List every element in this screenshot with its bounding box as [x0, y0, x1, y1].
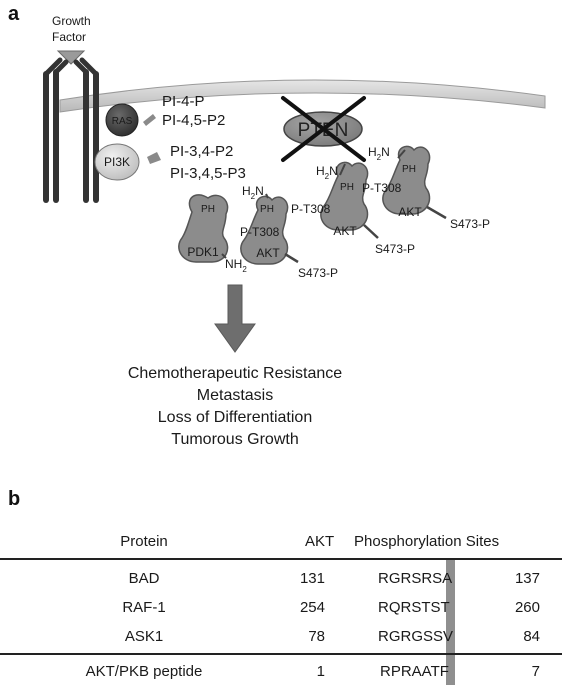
akt3-ph-label: PH: [402, 164, 416, 175]
header-akt: AKT: [305, 533, 334, 550]
receptor: [43, 57, 99, 203]
row-start: 78: [308, 628, 325, 645]
growth-factor-label-line2: Factor: [52, 30, 86, 44]
akt2-s473-p: S473-P: [375, 242, 415, 256]
pi3k-label: PI3K: [104, 155, 130, 169]
table-row: AKT/PKB peptide 1 RPRAATF 7: [86, 663, 540, 680]
akt2-c-tail: [363, 224, 379, 239]
row-sequence: RGRSRSA: [378, 570, 452, 587]
header-sites: Phosphorylation Sites: [354, 533, 499, 550]
panel-b-label: b: [8, 488, 20, 510]
downstream-arrow-icon: [214, 284, 256, 353]
pi-4-p-label: PI-4-P: [162, 93, 205, 110]
lipid-arrow-icon: [143, 114, 156, 126]
akt2-n-tail: [339, 163, 346, 176]
pdk1-label: PDK1: [187, 245, 219, 259]
akt2-ph-label: PH: [340, 182, 354, 193]
row-end: 137: [515, 570, 540, 587]
row-start: 131: [300, 570, 325, 587]
akt1-n-tail: [265, 193, 269, 199]
akt3-label: AKT: [398, 205, 422, 219]
row-start: 254: [300, 599, 325, 616]
akt-protein-3: [382, 145, 431, 215]
row-end: 260: [515, 599, 540, 616]
row-end: 7: [532, 663, 540, 680]
akt1-s473-p: S473-P: [298, 266, 338, 280]
akt2-p-t308: P-T308: [291, 202, 331, 216]
akt1-p-t308: P-T308: [240, 225, 280, 239]
pi-345-p3-label: PI-3,4,5-P3: [170, 165, 246, 182]
akt1-label: AKT: [256, 246, 280, 260]
pi-45-p2-label: PI-4,5-P2: [162, 112, 225, 129]
table-row: ASK1 78 RGRGSSV 84: [125, 628, 540, 645]
outcome-2: Metastasis: [197, 387, 273, 404]
table-row: BAD 131 RGRSRSA 137: [129, 570, 540, 587]
row-end: 84: [523, 628, 540, 645]
row-protein: AKT/PKB peptide: [86, 663, 203, 680]
akt3-s473-p: S473-P: [450, 217, 490, 231]
lipid-arrow-icon-2: [147, 152, 161, 164]
row-protein: RAF-1: [122, 599, 165, 616]
akt2-h2n: H2N: [316, 164, 338, 181]
nh2-label: NH2: [225, 257, 247, 274]
row-start: 1: [317, 663, 325, 680]
akt3-h2n: H2N: [368, 145, 390, 162]
header-protein: Protein: [120, 533, 168, 550]
table-row: RAF-1 254 RQRSTST 260: [122, 599, 540, 616]
cell-membrane: [59, 79, 546, 113]
phospho-site-highlight: [446, 560, 455, 685]
outcome-3: Loss of Differentiation: [158, 409, 312, 426]
akt3-p-t308: P-T308: [362, 181, 402, 195]
row-sequence: RPRAATF: [380, 663, 449, 680]
akt1-h2n: H2N: [242, 184, 264, 201]
ras-label: RAS: [112, 116, 133, 127]
akt2-label: AKT: [333, 224, 357, 238]
akt3-c-tail: [426, 205, 447, 220]
akt1-ph-label: PH: [260, 204, 274, 215]
row-protein: ASK1: [125, 628, 163, 645]
panel-a-label: a: [8, 3, 20, 25]
row-protein: BAD: [129, 570, 160, 587]
akt-protein-1: [240, 195, 289, 265]
akt-protein-2: [320, 161, 369, 231]
pdk1-protein: [178, 194, 229, 263]
pi-34-p2-label: PI-3,4-P2: [170, 143, 233, 160]
akt1-c-tail: [284, 252, 299, 264]
row-sequence: RQRSTST: [378, 599, 450, 616]
pdk1-tail: [221, 253, 227, 259]
row-sequence: RGRGSSV: [378, 628, 453, 645]
growth-factor-label-line1: Growth: [52, 14, 91, 28]
pi3k-protein: [94, 143, 140, 181]
outcome-1: Chemotherapeutic Resistance: [128, 365, 342, 382]
growth-factor-ligand: [56, 50, 86, 65]
outcome-4: Tumorous Growth: [171, 431, 298, 448]
pten-cross-icon: [281, 96, 366, 162]
ras-protein: [105, 103, 139, 137]
pdk1-ph-label: PH: [201, 204, 215, 215]
akt3-n-tail: [397, 149, 406, 159]
